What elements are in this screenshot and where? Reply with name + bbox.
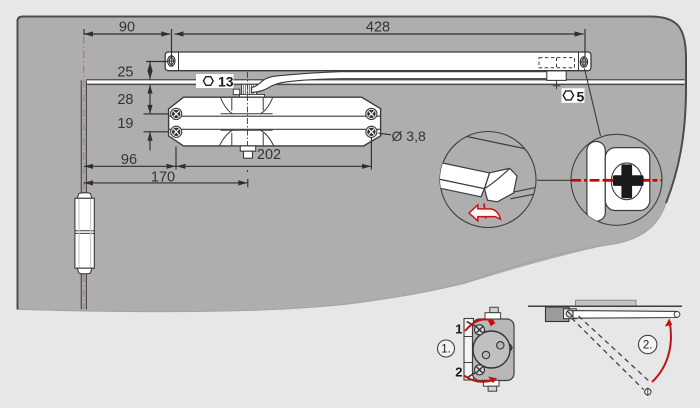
svg-text:28: 28 <box>117 92 133 108</box>
svg-text:1.: 1. <box>441 343 451 355</box>
svg-text:Ø 3,8: Ø 3,8 <box>392 128 426 144</box>
svg-text:25: 25 <box>117 65 133 81</box>
svg-text:19: 19 <box>117 116 133 132</box>
svg-text:96: 96 <box>121 152 137 168</box>
svg-text:2.: 2. <box>643 340 653 352</box>
svg-text:90: 90 <box>119 20 135 36</box>
svg-text:202: 202 <box>257 147 281 163</box>
svg-text:428: 428 <box>366 20 390 36</box>
svg-text:170: 170 <box>151 169 175 185</box>
svg-text:13: 13 <box>218 74 234 90</box>
svg-text:5: 5 <box>577 88 585 104</box>
svg-text:1: 1 <box>455 322 462 337</box>
svg-text:2: 2 <box>455 365 462 380</box>
